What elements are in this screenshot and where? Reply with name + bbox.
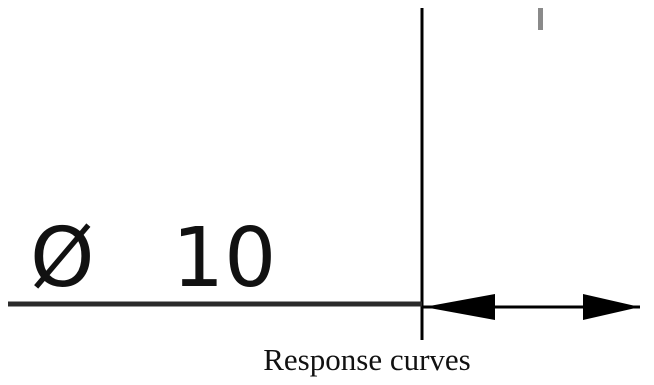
arrowhead-left (424, 294, 495, 320)
dimension-value: 10 (172, 211, 276, 306)
diameter-symbol: Ø (30, 211, 95, 306)
grey-tick-mark (538, 8, 543, 30)
figure-caption: Response curves (263, 342, 471, 377)
arrowhead-right (583, 294, 640, 320)
